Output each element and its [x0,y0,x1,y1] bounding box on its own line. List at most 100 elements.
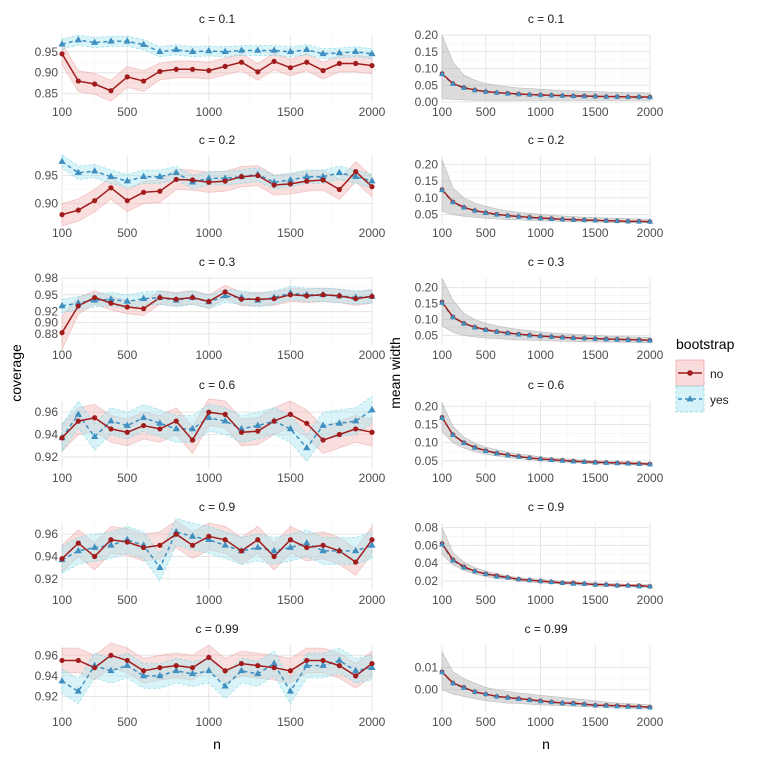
point-no [59,435,65,441]
point-yes [91,432,99,440]
band-no [61,398,373,455]
panel-title: c = 0.6 [528,378,565,392]
point-no [75,418,81,424]
point-yes [286,543,295,550]
x-tick-label: 1000 [195,593,222,607]
point-yes [559,333,566,340]
point-yes [614,217,621,223]
y-tick-label: 0.00 [415,95,439,109]
point-no [353,559,359,565]
point-no [140,189,147,195]
point-no [173,176,179,183]
point-no [320,177,326,183]
point-yes [303,45,311,52]
panel-title: c = 0.99 [524,622,567,636]
x-tick-label: 100 [432,105,452,119]
y-tick-label: 0.15 [415,418,439,432]
point-no [271,665,277,671]
point-yes [570,92,577,98]
point-no [92,81,98,87]
point-no [108,185,114,191]
x-tick-label: 2000 [359,593,386,607]
point-no [238,660,245,667]
point-no [255,537,261,543]
x-tick-label: 1500 [582,105,609,119]
band-no [61,161,373,227]
point-no [124,304,130,310]
panel-title: c = 0.2 [199,133,236,147]
point-no [59,212,65,218]
point-no [255,663,261,669]
x-tick-label: 1500 [277,715,304,729]
point-no [369,660,375,667]
y-tick-label: 0.05 [415,454,439,468]
point-yes [156,563,164,570]
point-yes [493,573,500,579]
point-no [189,437,196,443]
x-tick-label: 2000 [637,105,664,119]
point-yes [592,92,599,99]
y-tick-label: 0.02 [415,574,439,588]
point-no [92,553,98,560]
band-no [61,41,373,102]
point-no [336,60,342,67]
x-tick-label: 1500 [582,471,609,485]
band-yes [61,395,373,462]
x-tick-label: 100 [52,715,72,729]
x-tick-label: 1000 [195,715,222,729]
y-tick-label: 0.92 [35,450,59,464]
point-no [222,537,228,543]
point-yes [482,570,489,576]
point-no [75,207,81,213]
x-tick-label: 100 [52,348,72,362]
point-yes [526,576,533,583]
x-tick-label: 500 [117,471,137,485]
point-no [108,300,114,306]
y-tick-label: 0.06 [415,538,439,552]
point-yes [58,40,66,47]
x-tick-label: 1000 [527,348,554,362]
x-tick-label: 1500 [582,226,609,240]
point-yes [647,218,653,224]
point-yes [647,93,653,100]
point-yes [471,207,478,213]
x-tick-label: 500 [117,593,137,607]
point-no [157,542,163,548]
legend-item-no: no [675,359,724,387]
right-y-axis-title: mean width [387,337,403,409]
x-tick-label: 500 [476,105,496,119]
point-yes [570,700,577,706]
point-yes [548,215,555,221]
point-yes [139,294,148,301]
point-yes [352,417,360,424]
band-yes [61,34,373,60]
x-tick-label: 100 [432,348,452,362]
point-no [353,426,359,432]
point-no [206,409,212,415]
point-no [271,296,277,302]
point-yes [636,583,643,589]
point-yes [303,443,311,451]
y-tick-label: 0.94 [35,428,59,442]
point-no [369,62,375,69]
point-yes [449,313,456,320]
point-yes [270,659,278,666]
x-tick-label: 2000 [637,226,664,240]
y-tick-label: 0.10 [415,436,439,450]
x-tick-label: 1000 [195,348,222,362]
point-yes [559,457,566,463]
point-yes [493,692,500,699]
x-tick-label: 100 [52,593,72,607]
point-yes [352,546,360,554]
y-tick-label: 0.15 [415,45,439,59]
y-tick-label: 0.10 [415,62,439,76]
point-yes [335,49,343,56]
x-tick-label: 1500 [277,471,304,485]
series-no-line [61,53,373,92]
series-yes-line [61,409,373,450]
point-yes [592,335,599,341]
point-no [108,426,114,432]
point-yes [335,656,343,663]
